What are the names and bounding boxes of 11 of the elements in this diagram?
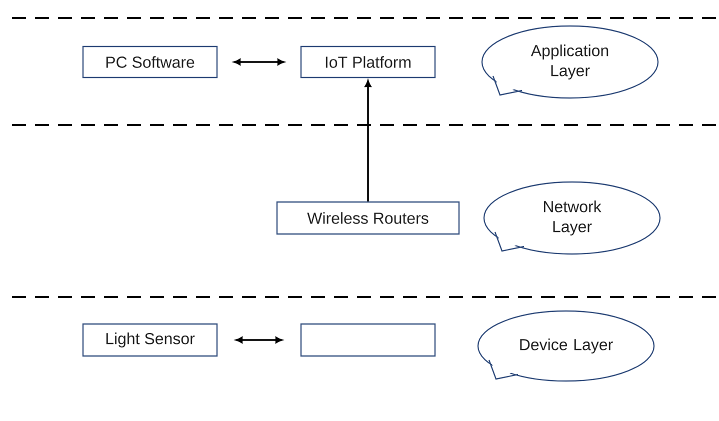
process-box xyxy=(300,323,436,357)
speech-bubble: Device Layer xyxy=(477,310,655,382)
process-box: PC Software xyxy=(82,46,218,78)
arrow xyxy=(236,336,282,344)
process-box: Light Sensor xyxy=(82,323,218,357)
process-box: IoT Platform xyxy=(300,46,436,78)
speech-bubble: Network Layer xyxy=(483,181,661,255)
arrow xyxy=(234,58,284,66)
process-box: Wireless Routers xyxy=(276,201,460,235)
speech-bubble: Application Layer xyxy=(481,25,659,99)
arrow xyxy=(364,80,372,202)
